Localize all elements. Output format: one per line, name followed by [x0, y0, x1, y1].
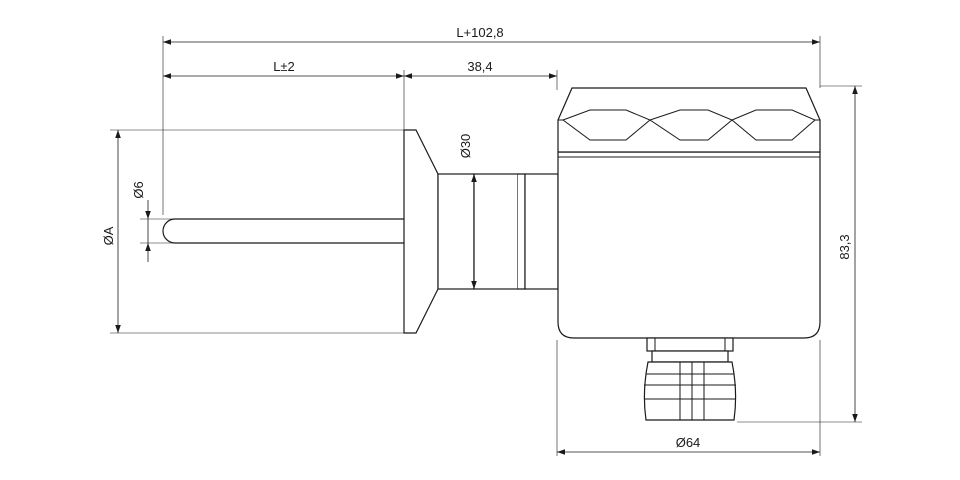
housing-height-label: 83,3: [837, 234, 852, 259]
housing-cover: [557, 87, 821, 153]
probe-length-label: L±2: [273, 59, 295, 74]
dim-adapter-length: 38,4: [404, 59, 557, 79]
overall-length-label: L+102,8: [456, 25, 503, 40]
probe-diameter-label: Ø6: [131, 181, 146, 198]
dim-overall-length: L+102,8: [163, 25, 820, 45]
dim-housing-height: 83,3: [837, 86, 858, 422]
probe-rod: [162, 218, 404, 244]
dim-adapter-diameter: Ø30: [458, 134, 477, 289]
adapter-length-label: 38,4: [467, 59, 492, 74]
cable-gland: [643, 337, 737, 421]
adapter-diameter-label: Ø30: [458, 134, 473, 159]
dim-flange-diameter: ØA: [101, 130, 121, 333]
adapter-neck: [437, 173, 559, 290]
tri-clamp-flange: [403, 129, 439, 334]
housing-diameter-label: Ø64: [676, 435, 701, 450]
extension-lines: [110, 36, 862, 456]
housing: [557, 151, 821, 339]
dim-probe-length: L±2: [163, 59, 404, 79]
dim-housing-diameter: Ø64: [557, 435, 820, 455]
flange-diameter-label: ØA: [101, 226, 116, 245]
dim-probe-diameter: Ø6: [131, 181, 151, 262]
